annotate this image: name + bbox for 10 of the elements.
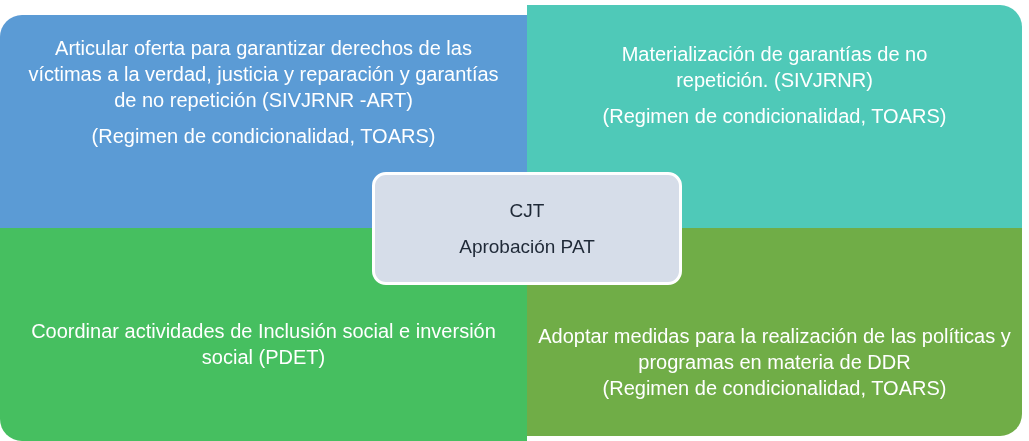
node-text: Adoptar medidas para la realización de las políticas y programas en materia de DDR <box>537 324 1012 375</box>
node-text: (Regimen de condicionalidad, TOARS) <box>601 376 948 401</box>
node-text: CJT <box>508 199 546 222</box>
node-text: Coordinar actividades de Inclusión social e inversión social (PDET) <box>30 319 497 370</box>
node-text: (Regimen de condicionalidad, TOARS) <box>601 104 948 129</box>
node-text: Materialización de garantías de no repetición. (SIVJRNR) <box>620 42 929 93</box>
node-text: Aprobación PAT <box>458 235 596 258</box>
node-text: (Regimen de condicionalidad, TOARS) <box>90 124 437 149</box>
center-box <box>372 172 682 285</box>
node-text: Articular oferta para garantizar derechos de las víctimas a la verdad, justicia y reparación y garantías de no repetición (SIVJRNR -ART) <box>27 36 500 113</box>
